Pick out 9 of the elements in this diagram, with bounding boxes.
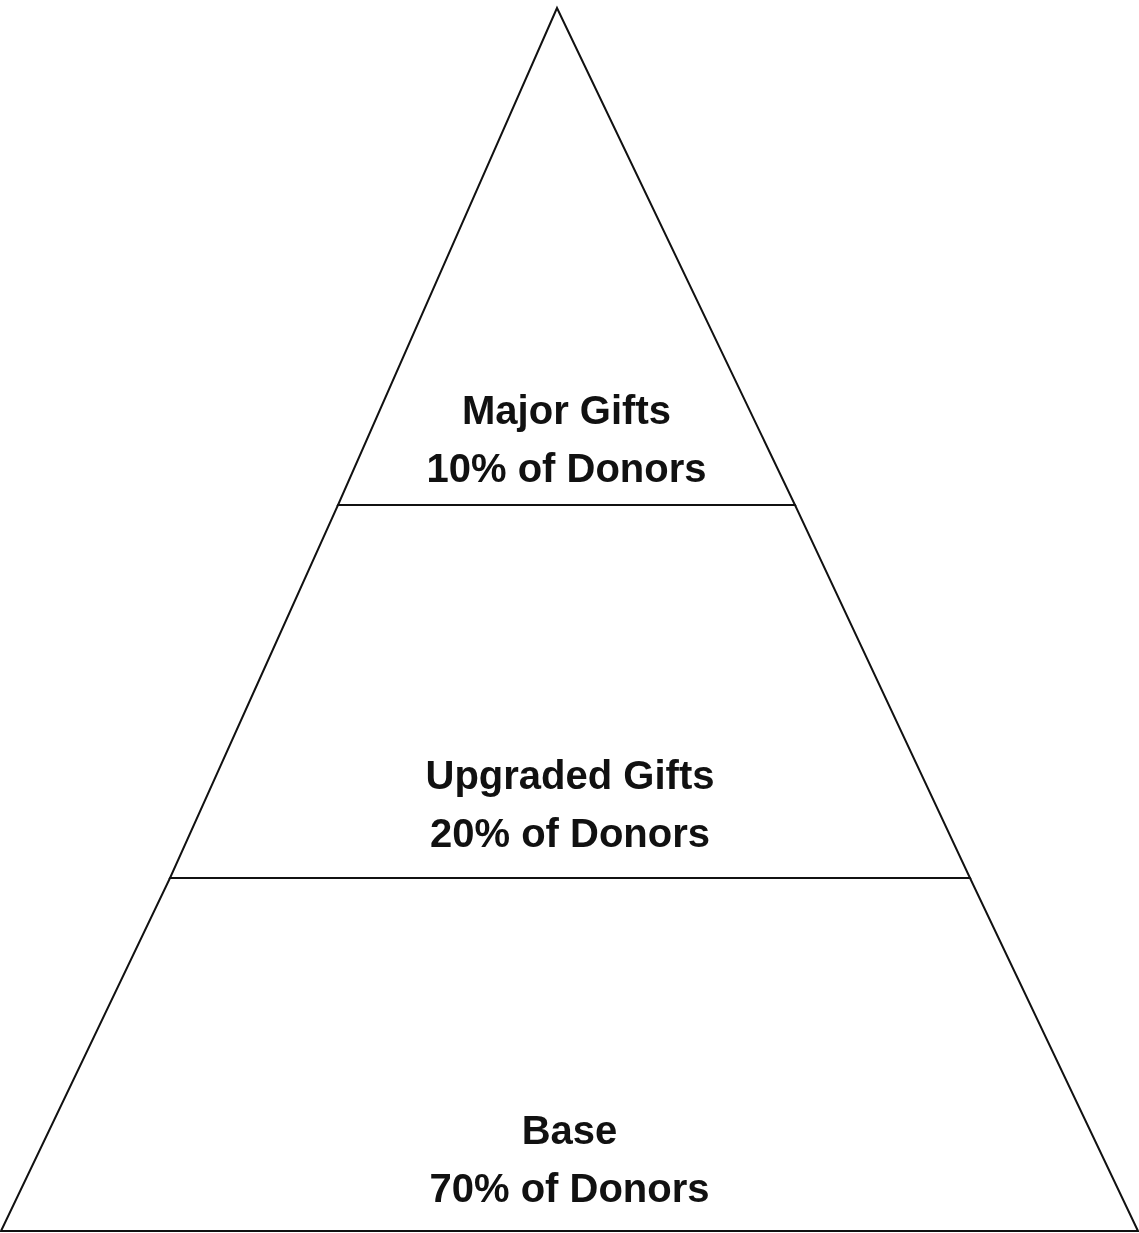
- pyramid-tier: [338, 8, 795, 505]
- tier-share: 70% of Donors: [429, 1165, 710, 1212]
- tier-title: Upgraded Gifts: [425, 752, 715, 799]
- tier-title: Major Gifts: [462, 387, 671, 434]
- pyramid-tier: [1, 878, 1138, 1231]
- tier-share: 10% of Donors: [426, 445, 707, 492]
- tier-share: 20% of Donors: [429, 810, 710, 857]
- pyramid-tier: [170, 505, 970, 878]
- tier-title: Base: [521, 1107, 618, 1154]
